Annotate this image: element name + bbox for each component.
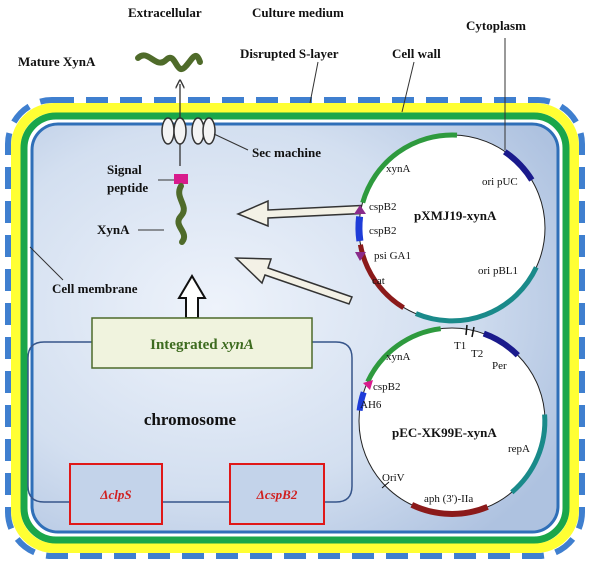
- plasmid1-ori-puc-label: ori pUC: [482, 176, 518, 188]
- plasmid2-expression-arrow: [234, 257, 354, 305]
- cell-membrane-pointer: [29, 246, 64, 281]
- sec-machine-label: Sec machine: [252, 145, 321, 160]
- integrated-xyna-label: Integrated xynA: [150, 337, 254, 353]
- plasmid2-t1-tick: [465, 324, 468, 336]
- delta-cspb2-box: [229, 463, 325, 525]
- chromosome-expression-arrow: [177, 274, 207, 319]
- plasmid2-cspb2-block: [356, 391, 367, 412]
- signal-peptide-block: [174, 174, 188, 184]
- plasmid-pec-xk99e-xyna: T1 T2 Per xynA cspB2 AH6 pEC-XK99E-xynA …: [356, 324, 548, 517]
- mature-xyna-protein: [135, 52, 203, 72]
- plasmid2-xyna-gene: [365, 326, 442, 383]
- plasmid2-aph-label: aph (3')-IIa: [424, 493, 473, 505]
- plasmid2-xyna-label: xynA: [386, 351, 411, 363]
- plasmid2-repa-gene: [510, 414, 548, 495]
- s-layer-pointer: [309, 61, 319, 104]
- plasmid1-xyna-gene: [360, 132, 458, 204]
- cytoplasm-label: Cytoplasm: [466, 18, 526, 33]
- xyna-label: XynA: [97, 222, 130, 237]
- chromosome-label: chromosome: [144, 410, 237, 429]
- delta-clps-label: ΔclpS: [99, 487, 131, 502]
- plasmid1-psi-ga1-marker: [355, 252, 366, 261]
- cell-wall-pointer: [401, 61, 415, 113]
- plasmid2-ah6-label: AH6: [360, 399, 382, 411]
- plasmid2-t1-label: T1: [454, 340, 466, 352]
- disrupted-s-layer-border: [5, 97, 585, 559]
- plasmid1-ori-pbl1-label: ori pBL1: [478, 265, 518, 277]
- plasmid1-cat-label: cat: [372, 275, 385, 287]
- delta-cspb2-label: ΔcspB2: [256, 487, 298, 502]
- plasmid1-psi-ga1-label: psi GA1: [374, 250, 411, 262]
- cell-wall-green-layer: [20, 112, 570, 544]
- sec-machine: [161, 117, 216, 145]
- plasmid1-xyna-label: xynA: [386, 163, 411, 175]
- plasmid2-per-label: Per: [492, 360, 507, 372]
- plasmid2-oriv-tick: [381, 481, 390, 489]
- plasmid2-aph-gene: [410, 502, 489, 517]
- plasmid2-name: pEC-XK99E-xynA: [392, 425, 497, 440]
- cell-membrane-label: Cell membrane: [52, 281, 138, 296]
- plasmid2-repa-label: repA: [508, 443, 530, 455]
- extracellular-label: Extracellular: [128, 5, 202, 20]
- plasmid2-per-region: [482, 330, 520, 358]
- chromosome-outline: [27, 341, 353, 503]
- plasmid2-cspb2-label: cspB2: [373, 381, 401, 393]
- plasmid2-cspb2-arrowhead: [363, 380, 373, 390]
- integrated-xyna-box: [91, 317, 313, 369]
- mature-xyna-label: Mature XynA: [18, 54, 96, 69]
- plasmid1-ori-puc-region: [502, 149, 535, 182]
- cell-wall-label: Cell wall: [392, 46, 441, 61]
- plasmid2-t2-label: T2: [471, 348, 483, 360]
- peptide-label: peptide: [107, 180, 148, 195]
- delta-clps-box: [69, 463, 163, 525]
- plasmid-pxmj19-xyna: xynA ori pUC cspB2 pXMJ19-xynA cspB2 psi…: [354, 132, 546, 324]
- plasmid1-cspb2-label-top: cspB2: [369, 201, 397, 213]
- plasmid1-cspb2-block: [355, 216, 364, 242]
- culture-medium-label: Culture medium: [252, 5, 344, 20]
- plasmid1-cspb2-label-bottom: cspB2: [369, 225, 397, 237]
- xyna-protein: [175, 183, 187, 245]
- signal-label: Signal: [107, 162, 142, 177]
- sec-machine-pointer: [213, 133, 249, 151]
- plasmid2-oriv-label: OriV: [382, 472, 405, 484]
- plasmid2-t2-tick: [471, 326, 475, 338]
- plasmid1-name: pXMJ19-xynA: [414, 208, 497, 223]
- plasmid1-cspb2-arrowhead: [354, 205, 366, 214]
- disrupted-s-layer-label: Disrupted S-layer: [240, 46, 339, 61]
- plasmid1-ori-pbl1-region: [414, 266, 539, 324]
